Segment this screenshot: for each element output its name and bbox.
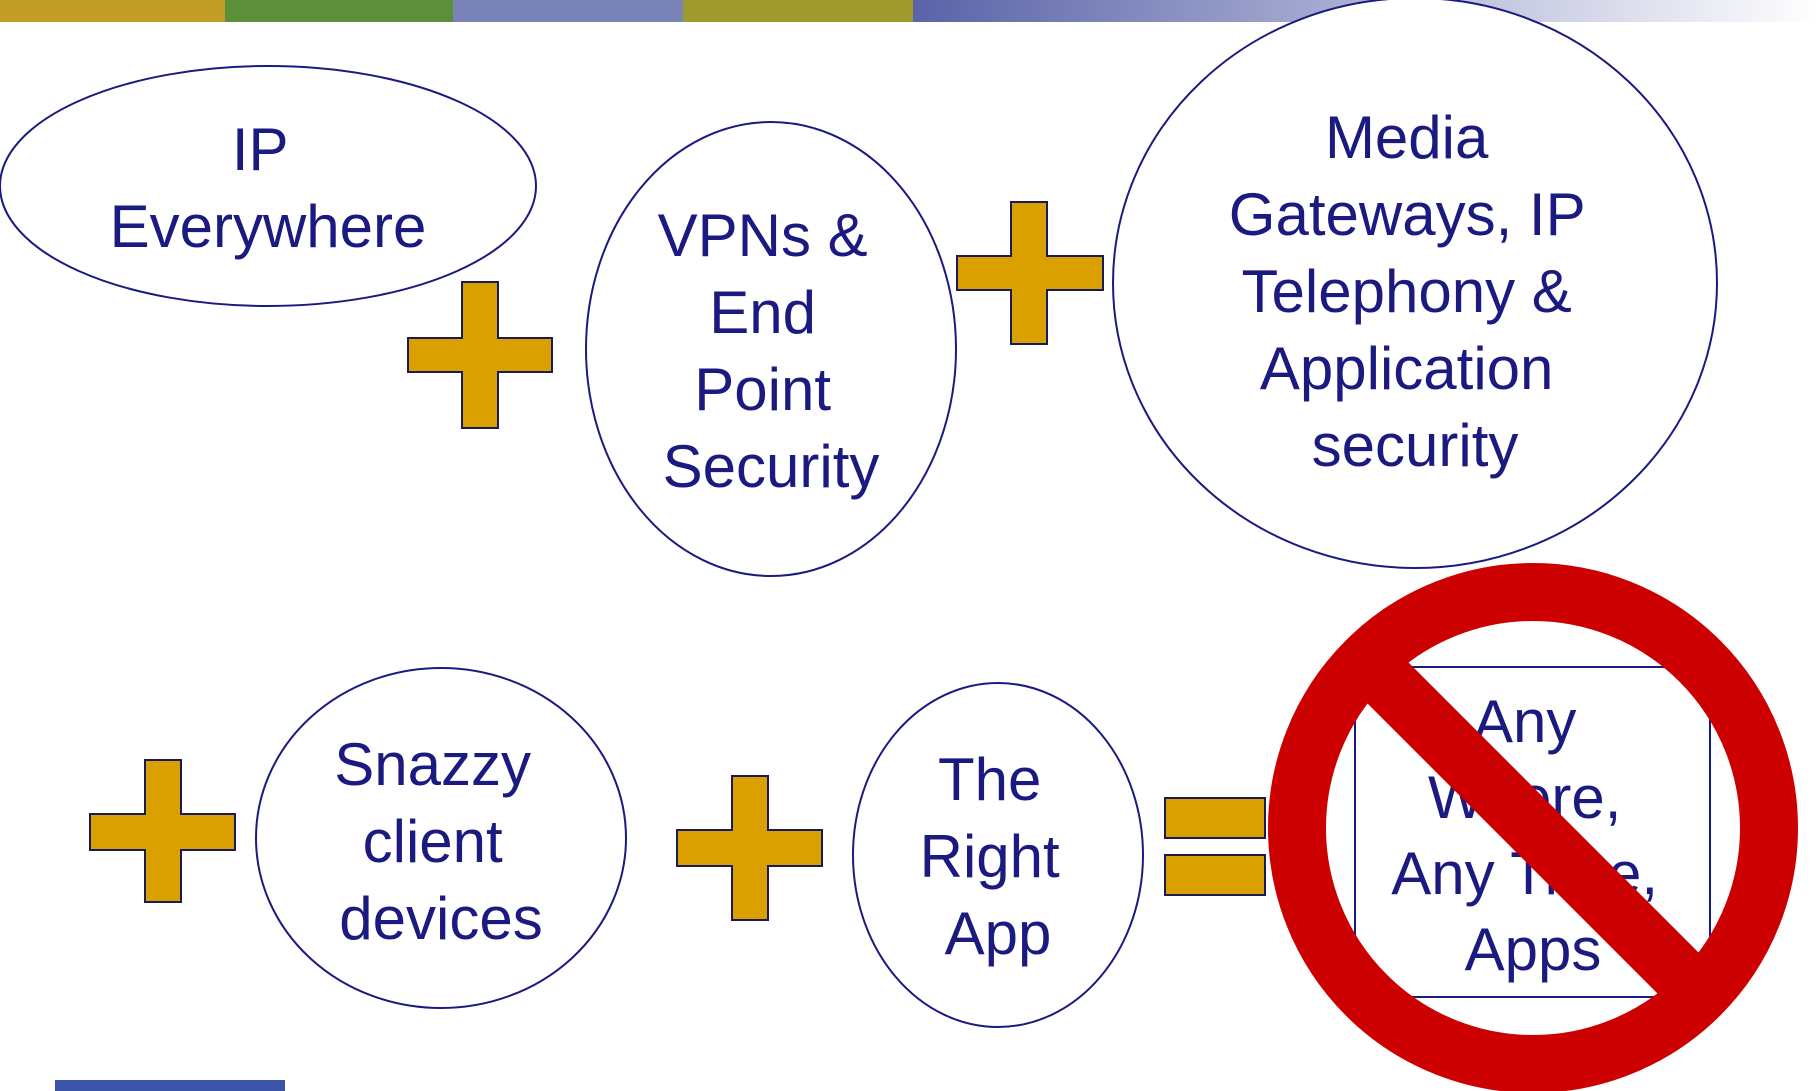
plus-sign-icon: [407, 281, 553, 429]
snazzy-devices-text: Snazzy client devices: [334, 731, 547, 952]
plus-sign-icon: [89, 759, 236, 903]
plus-sign-icon: [956, 201, 1104, 345]
vpn-security-bubble: [585, 121, 957, 577]
ip-everywhere-text: IP Everywhere: [110, 116, 427, 260]
header-band: [0, 0, 1819, 22]
right-app-bubble: [852, 682, 1144, 1028]
right-app-text: The Right App: [920, 746, 1077, 967]
vpn-security-text: VPNs & End Point Security: [658, 202, 885, 500]
media-gateways-text: Media Gateways, IP Telephony & Applicati…: [1229, 104, 1601, 479]
ip-everywhere-bubble: [0, 65, 537, 307]
media-gateways-bubble: [1112, 0, 1718, 569]
no-prohibition-icon: [1268, 563, 1798, 1091]
snazzy-devices-bubble: [255, 667, 627, 1009]
plus-sign-icon: [676, 775, 823, 921]
equals-sign-icon: [1164, 797, 1266, 896]
logo-fragment: [55, 1080, 285, 1091]
